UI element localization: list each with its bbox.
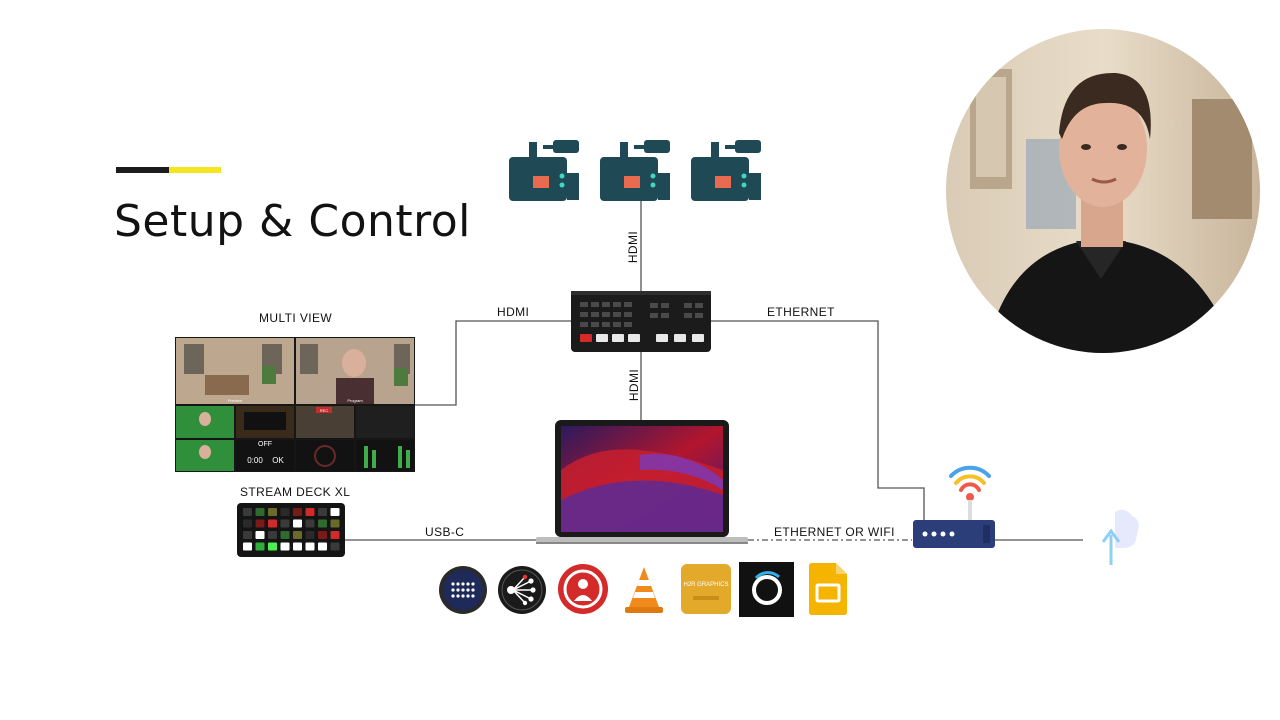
label-hdmi-middle: HDMI: [627, 369, 641, 401]
google-slides-icon[interactable]: [809, 563, 847, 615]
label-usb-c: USB-C: [425, 525, 464, 539]
obs-ring-app-icon[interactable]: [739, 562, 794, 617]
label-multi-view: MULTI VIEW: [259, 311, 332, 325]
streaming-bridge-icon[interactable]: [497, 565, 547, 615]
label-hdmi-left: HDMI: [497, 305, 529, 319]
atem-software-control-icon[interactable]: [438, 565, 488, 615]
podcast-app-icon[interactable]: [557, 563, 607, 613]
label-ethernet: ETHERNET: [767, 305, 835, 319]
label-ethernet-or-wifi: ETHERNET OR WIFI: [774, 525, 895, 539]
label-stream-deck: STREAM DECK XL: [240, 485, 350, 499]
label-hdmi-top: HDMI: [626, 231, 640, 263]
vlc-icon[interactable]: [619, 563, 669, 613]
h2r-graphics-icon[interactable]: H2R GRAPHICS: [681, 564, 731, 614]
svg-text:H2R GRAPHICS: H2R GRAPHICS: [683, 582, 728, 588]
presenter-video: [946, 29, 1260, 353]
